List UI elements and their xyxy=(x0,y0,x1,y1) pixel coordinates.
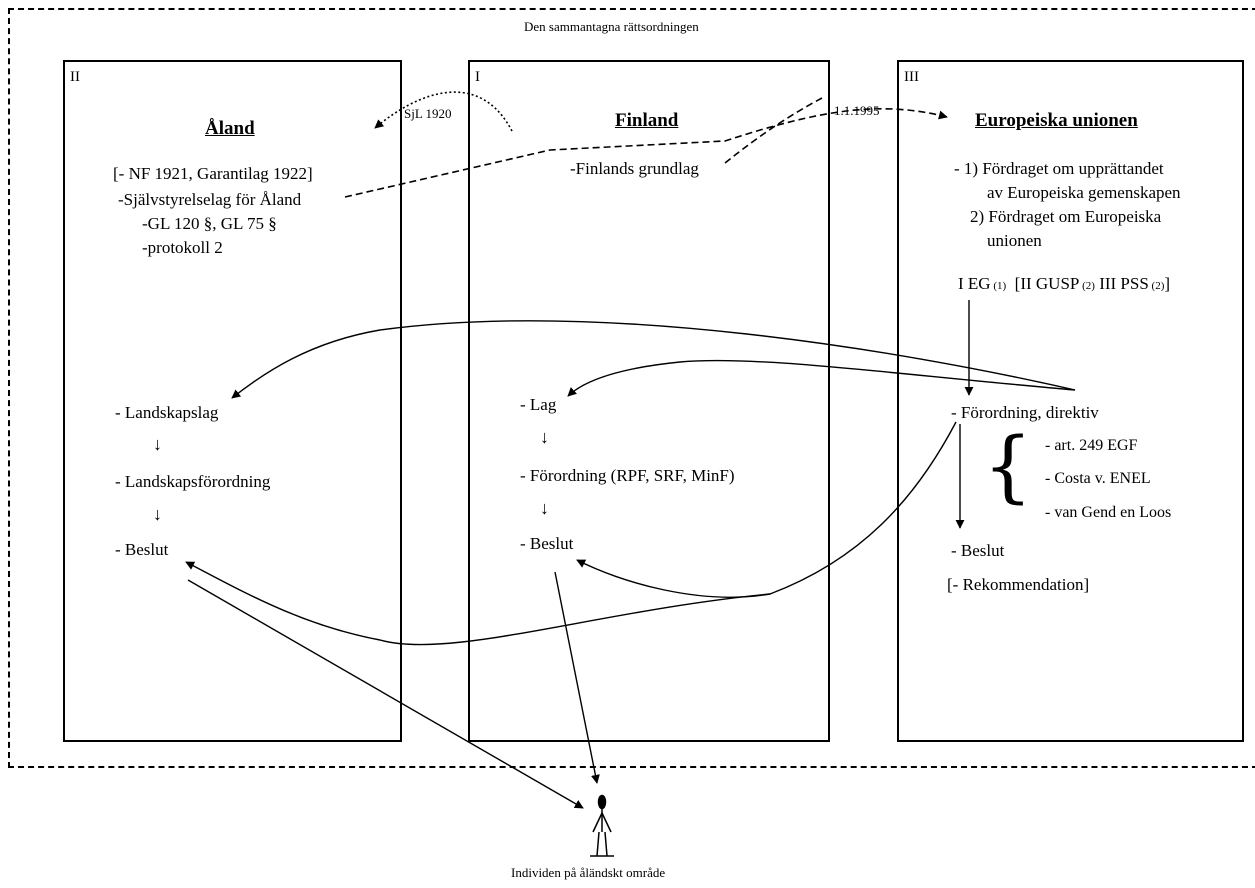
pillar-eg-sub: (1) xyxy=(993,280,1007,292)
eu-case-1: - art. 249 EGF xyxy=(1045,437,1138,454)
finland-forordning: - Förordning (RPF, SRF, MinF) xyxy=(520,466,735,485)
dashed-sjalvstyrelse-to-eu xyxy=(344,107,948,198)
aland-line-2: -Självstyrelselag för Åland xyxy=(118,190,302,209)
finland-roman: I xyxy=(475,69,480,85)
finland-box xyxy=(468,60,830,742)
eu-case-2: - Costa v. ENEL xyxy=(1045,470,1151,487)
aland-line-3: -GL 120 §, GL 75 § xyxy=(142,214,277,233)
aland-line-4: -protokoll 2 xyxy=(142,238,223,257)
eu-case-3: - van Gend en Loos xyxy=(1045,504,1172,521)
individual-label: Individen på åländskt område xyxy=(511,865,666,880)
eu-beslut: - Beslut xyxy=(951,541,1005,560)
eu-box xyxy=(897,60,1244,742)
arrow-forordning-to-beslut-ax xyxy=(185,561,771,646)
finland-beslut: - Beslut xyxy=(520,534,574,553)
aland-line-1: [- NF 1921, Garantilag 1922] xyxy=(113,164,313,183)
finland-title: Finland xyxy=(615,110,679,131)
finland-grundlag: -Finlands grundlag xyxy=(570,159,699,178)
eu-roman: III xyxy=(904,69,919,85)
pillar-pss-sub: (2) xyxy=(1151,280,1165,292)
aland-down-arrow-1: ↓ xyxy=(153,434,162,454)
arrow-eu-to-lag xyxy=(567,359,1076,397)
pillar-gusp: [II GUSP xyxy=(1014,274,1080,293)
sjl-dotted-arrow xyxy=(374,91,513,132)
eu-pillars: I EG (1) [II GUSP (2) III PSS (2)] xyxy=(958,275,1170,292)
pillar-pss: III PSS xyxy=(1099,274,1149,293)
pillar-eg: I EG xyxy=(958,274,991,293)
aland-landskapsforordning: - Landskapsförordning xyxy=(115,472,271,491)
aland-box xyxy=(63,60,402,742)
arrow-eu-to-landskapslag xyxy=(231,320,1076,399)
pillar-gusp-sub: (2) xyxy=(1082,280,1095,292)
eu-treaty-2b: unionen xyxy=(987,231,1042,250)
aland-beslut: - Beslut xyxy=(115,540,169,559)
arrow-forordning-to-beslut-fi xyxy=(576,421,957,598)
aland-down-arrow-2: ↓ xyxy=(153,504,162,524)
outer-title: Den sammantagna rättsordningen xyxy=(524,19,699,34)
aland-title: Åland xyxy=(205,118,255,139)
eu-forordning-direktiv: - Förordning, direktiv xyxy=(951,403,1099,422)
aland-landskapslag: - Landskapslag xyxy=(115,403,219,422)
eu-brace: { xyxy=(983,422,1033,512)
arrow-finland-beslut-to-individual xyxy=(554,571,600,784)
eu-rekommendation: [- Rekommendation] xyxy=(947,575,1090,594)
finland-down-arrow-2: ↓ xyxy=(540,498,549,518)
eu-treaty-1: - 1) Fördraget om upprättandet xyxy=(954,159,1164,178)
sjl-label: SjL 1920 xyxy=(404,106,452,121)
arrow-aland-beslut-to-individual xyxy=(187,579,584,809)
finland-lag: - Lag xyxy=(520,395,557,414)
outer-dashed-frame xyxy=(8,8,1255,768)
eu-treaty-1b: av Europeiska gemenskapen xyxy=(987,183,1181,202)
person-figure xyxy=(590,794,614,857)
dashed-grundlag-to-eu xyxy=(724,97,823,164)
eu-title: Europeiska unionen xyxy=(975,110,1138,131)
finland-down-arrow-1: ↓ xyxy=(540,427,549,447)
pillar-close: ] xyxy=(1164,274,1171,293)
aland-roman: II xyxy=(70,69,80,85)
eu-treaty-2: 2) Fördraget om Europeiska xyxy=(970,207,1162,226)
